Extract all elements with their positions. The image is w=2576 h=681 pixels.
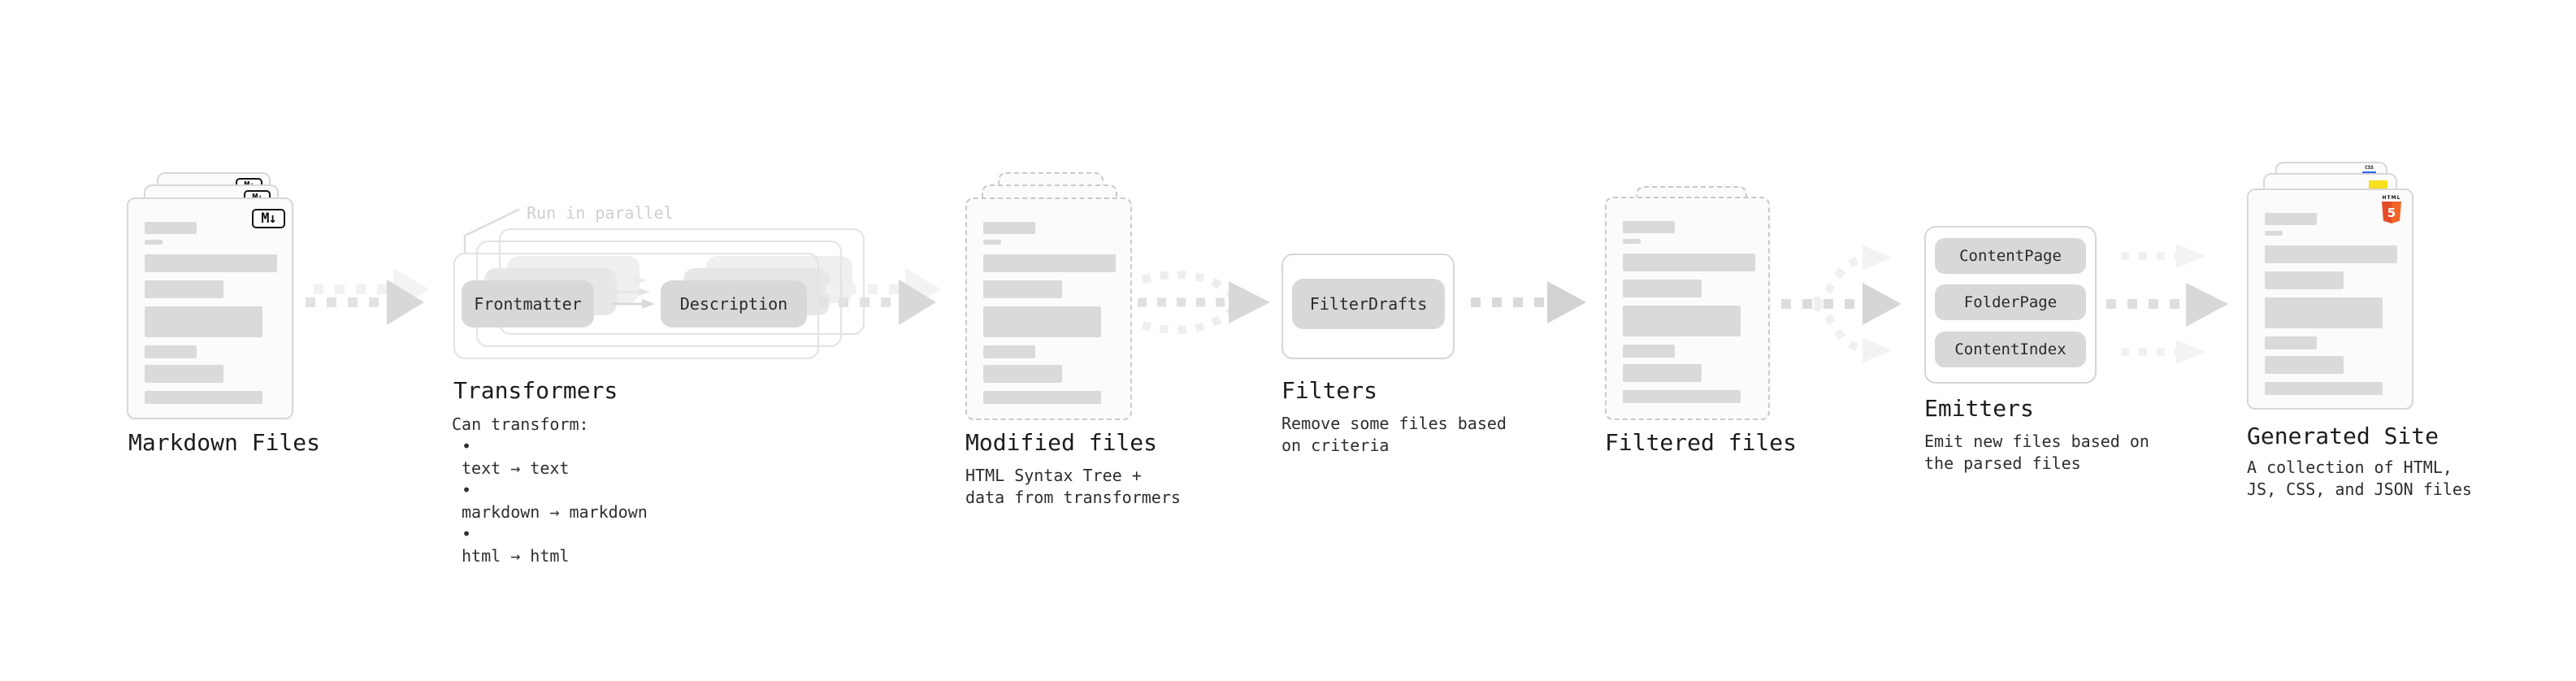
arrow-filtered-to-emitters-diverge <box>1781 245 1902 362</box>
skeleton-line <box>1623 280 1702 297</box>
skeleton-line <box>1623 254 1755 271</box>
skeleton-line <box>145 345 197 358</box>
skeleton-line <box>1623 364 1702 382</box>
css-icon: CSS <box>2362 166 2376 174</box>
skeleton-line <box>2265 245 2397 263</box>
skeleton-line <box>1623 306 1741 336</box>
arrow-modified-to-filters-converge <box>1138 271 1270 334</box>
modified-files-description: HTML Syntax Tree + data from transformer… <box>965 466 1181 507</box>
folderpage-pill: FolderPage <box>1935 284 2086 320</box>
contentindex-pill: ContentIndex <box>1935 332 2086 367</box>
javascript-icon <box>2369 180 2387 189</box>
skeleton-line <box>1623 390 1741 403</box>
modified-files-label: Modified files <box>965 429 1158 456</box>
skeleton-line <box>2265 336 2317 349</box>
markdown-files-label: Markdown Files <box>128 429 321 456</box>
generated-site-description: A collection of HTML, JS, CSS, and JSON … <box>2247 458 2472 499</box>
skeleton-line <box>2265 271 2344 289</box>
arrow-transformers-to-modified <box>817 268 941 325</box>
filtered-files-label: Filtered files <box>1605 429 1798 456</box>
skeleton-line <box>2265 213 2317 225</box>
description-pill: Description <box>661 280 807 327</box>
markdown-file-card-front: M↓ <box>127 197 293 419</box>
skeleton-line <box>983 222 1035 234</box>
skeleton-line <box>145 280 223 298</box>
frontmatter-pill: Frontmatter <box>462 280 594 327</box>
skeleton-line <box>2265 231 2283 236</box>
skeleton-line <box>145 222 197 234</box>
arrow-filters-to-filtered <box>1471 281 1586 323</box>
skeleton-line <box>983 240 1001 245</box>
bullet-item: • html → html <box>462 524 570 566</box>
skeleton-line <box>1623 345 1675 358</box>
site-file-card-front: HTML 5 <box>2247 189 2413 410</box>
emitters-description: Emit new files based on the parsed files <box>1924 432 2149 473</box>
skeleton-line <box>145 391 262 404</box>
transformer-connector-arrows <box>611 276 655 309</box>
skeleton-line <box>1623 221 1675 233</box>
skeleton-line <box>145 240 163 245</box>
skeleton-line <box>983 345 1035 358</box>
skeleton-line <box>1623 239 1641 244</box>
markdown-icon: M↓ <box>252 209 285 228</box>
filtered-file-card-front <box>1605 197 1770 420</box>
html5-icon: HTML 5 <box>2381 195 2402 223</box>
transformers-label: Transformers <box>453 377 618 404</box>
skeleton-line <box>145 254 277 272</box>
transformers-description: Can transform: • text → text • markdown … <box>452 414 648 567</box>
skeleton-line <box>983 391 1101 404</box>
skeleton-line <box>2265 356 2344 374</box>
skeleton-line <box>2265 382 2383 395</box>
skeleton-line <box>983 254 1116 272</box>
parallel-note-leader-line <box>463 208 520 255</box>
skeleton-line <box>145 306 262 337</box>
run-in-parallel-note: Run in parallel <box>527 203 674 223</box>
filters-description: Remove some files based on criteria <box>1281 414 1507 455</box>
skeleton-line <box>2265 297 2383 328</box>
skeleton-line <box>983 365 1062 383</box>
filterdrafts-pill: FilterDrafts <box>1292 279 1445 329</box>
filters-label: Filters <box>1281 377 1378 404</box>
arrows-emitters-to-site <box>2106 244 2228 364</box>
generated-site-label: Generated Site <box>2247 423 2439 449</box>
contentpage-pill: ContentPage <box>1935 238 2086 274</box>
emitters-label: Emitters <box>1924 395 2034 422</box>
skeleton-line <box>983 306 1101 337</box>
bullet-item: • text → text <box>462 436 570 478</box>
skeleton-line <box>145 365 223 383</box>
skeleton-line <box>983 280 1062 298</box>
bullet-item: • markdown → markdown <box>462 480 648 522</box>
modified-file-card-front <box>965 197 1132 420</box>
can-transform-heading: Can transform: <box>452 414 589 434</box>
arrow-markdown-to-transformers <box>306 268 429 325</box>
